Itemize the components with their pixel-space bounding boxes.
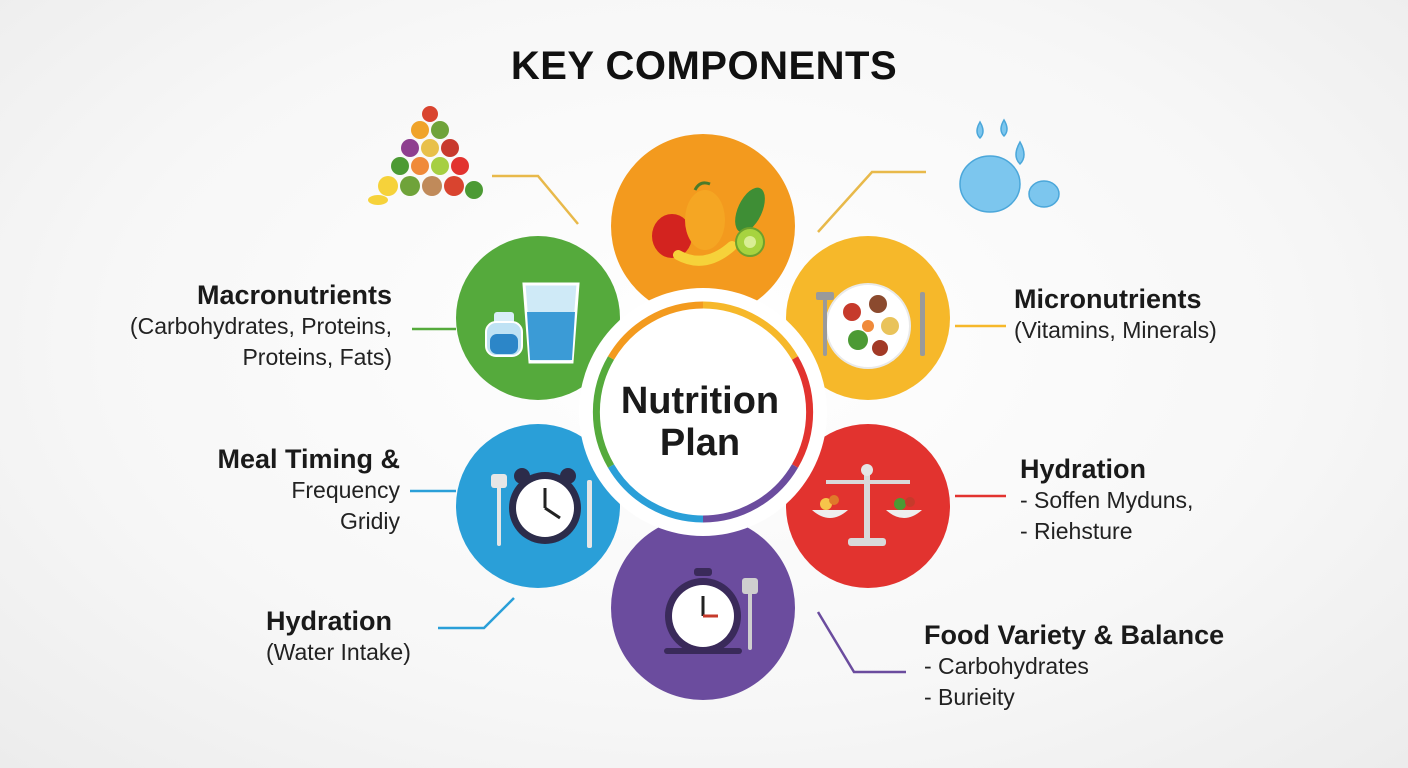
label-macronutrients-heading: Macronutrients (196, 280, 392, 310)
connector-drops (817, 170, 926, 233)
label-food-variety-heading: Food Variety & Balance (924, 620, 1225, 650)
label-meal-timing-line: Frequency (291, 477, 400, 503)
label-hydration-right-line: - Riehsture (1020, 518, 1133, 544)
water-drops-icon (959, 118, 1060, 213)
plate-with-cutlery-icon (816, 283, 925, 369)
fruit-bowl-icon (652, 181, 765, 266)
label-meal-timing: Meal Timing & Frequency Gridiy (217, 444, 400, 537)
label-food-variety-line: - Burieity (924, 684, 1015, 710)
center-label-line2: Plan (659, 422, 741, 464)
label-meal-timing-heading: Meal Timing & (217, 444, 400, 474)
label-hydration-right-line: - Soffen Myduns, (1020, 487, 1194, 513)
diagram-title: KEY COMPONENTS (510, 44, 898, 88)
stopwatch-with-fork-icon (664, 568, 758, 654)
center-ring (592, 301, 814, 523)
label-macronutrients: Macronutrients (Carbohydrates, Proteins,… (130, 280, 392, 373)
label-hydration-right-heading: Hydration (1020, 454, 1147, 484)
label-micronutrients-line: (Vitamins, Minerals) (1014, 317, 1217, 343)
label-food-variety-line: - Carbohydrates (924, 653, 1089, 679)
connector-food-variety (816, 611, 906, 674)
label-hydration-left-line: (Water Intake) (266, 639, 411, 665)
label-hydration-left-heading: Hydration (266, 606, 393, 636)
clock-with-cutlery-icon (491, 468, 592, 548)
label-macronutrients-line: (Carbohydrates, Proteins, (129, 313, 392, 339)
connector-hydration-left (438, 597, 515, 630)
center-label: Nutrition Plan (600, 380, 800, 464)
label-hydration-left: Hydration (Water Intake) (266, 606, 411, 668)
label-micronutrients: Micronutrients (Vitamins, Minerals) (1014, 284, 1217, 346)
water-glass-and-bottle-icon (485, 282, 580, 364)
label-micronutrients-heading: Micronutrients (1014, 284, 1202, 314)
balance-scale-icon (812, 464, 922, 546)
center-label-line1: Nutrition (620, 380, 780, 422)
label-hydration-right: Hydration - Soffen Myduns, - Riehsture (1020, 454, 1193, 547)
label-meal-timing-line: Gridiy (339, 508, 400, 534)
food-pyramid-icon (368, 106, 483, 205)
label-food-variety: Food Variety & Balance - Carbohydrates -… (924, 620, 1224, 713)
label-macronutrients-line: Proteins, Fats) (242, 344, 392, 370)
connector-pyramid (492, 174, 579, 225)
